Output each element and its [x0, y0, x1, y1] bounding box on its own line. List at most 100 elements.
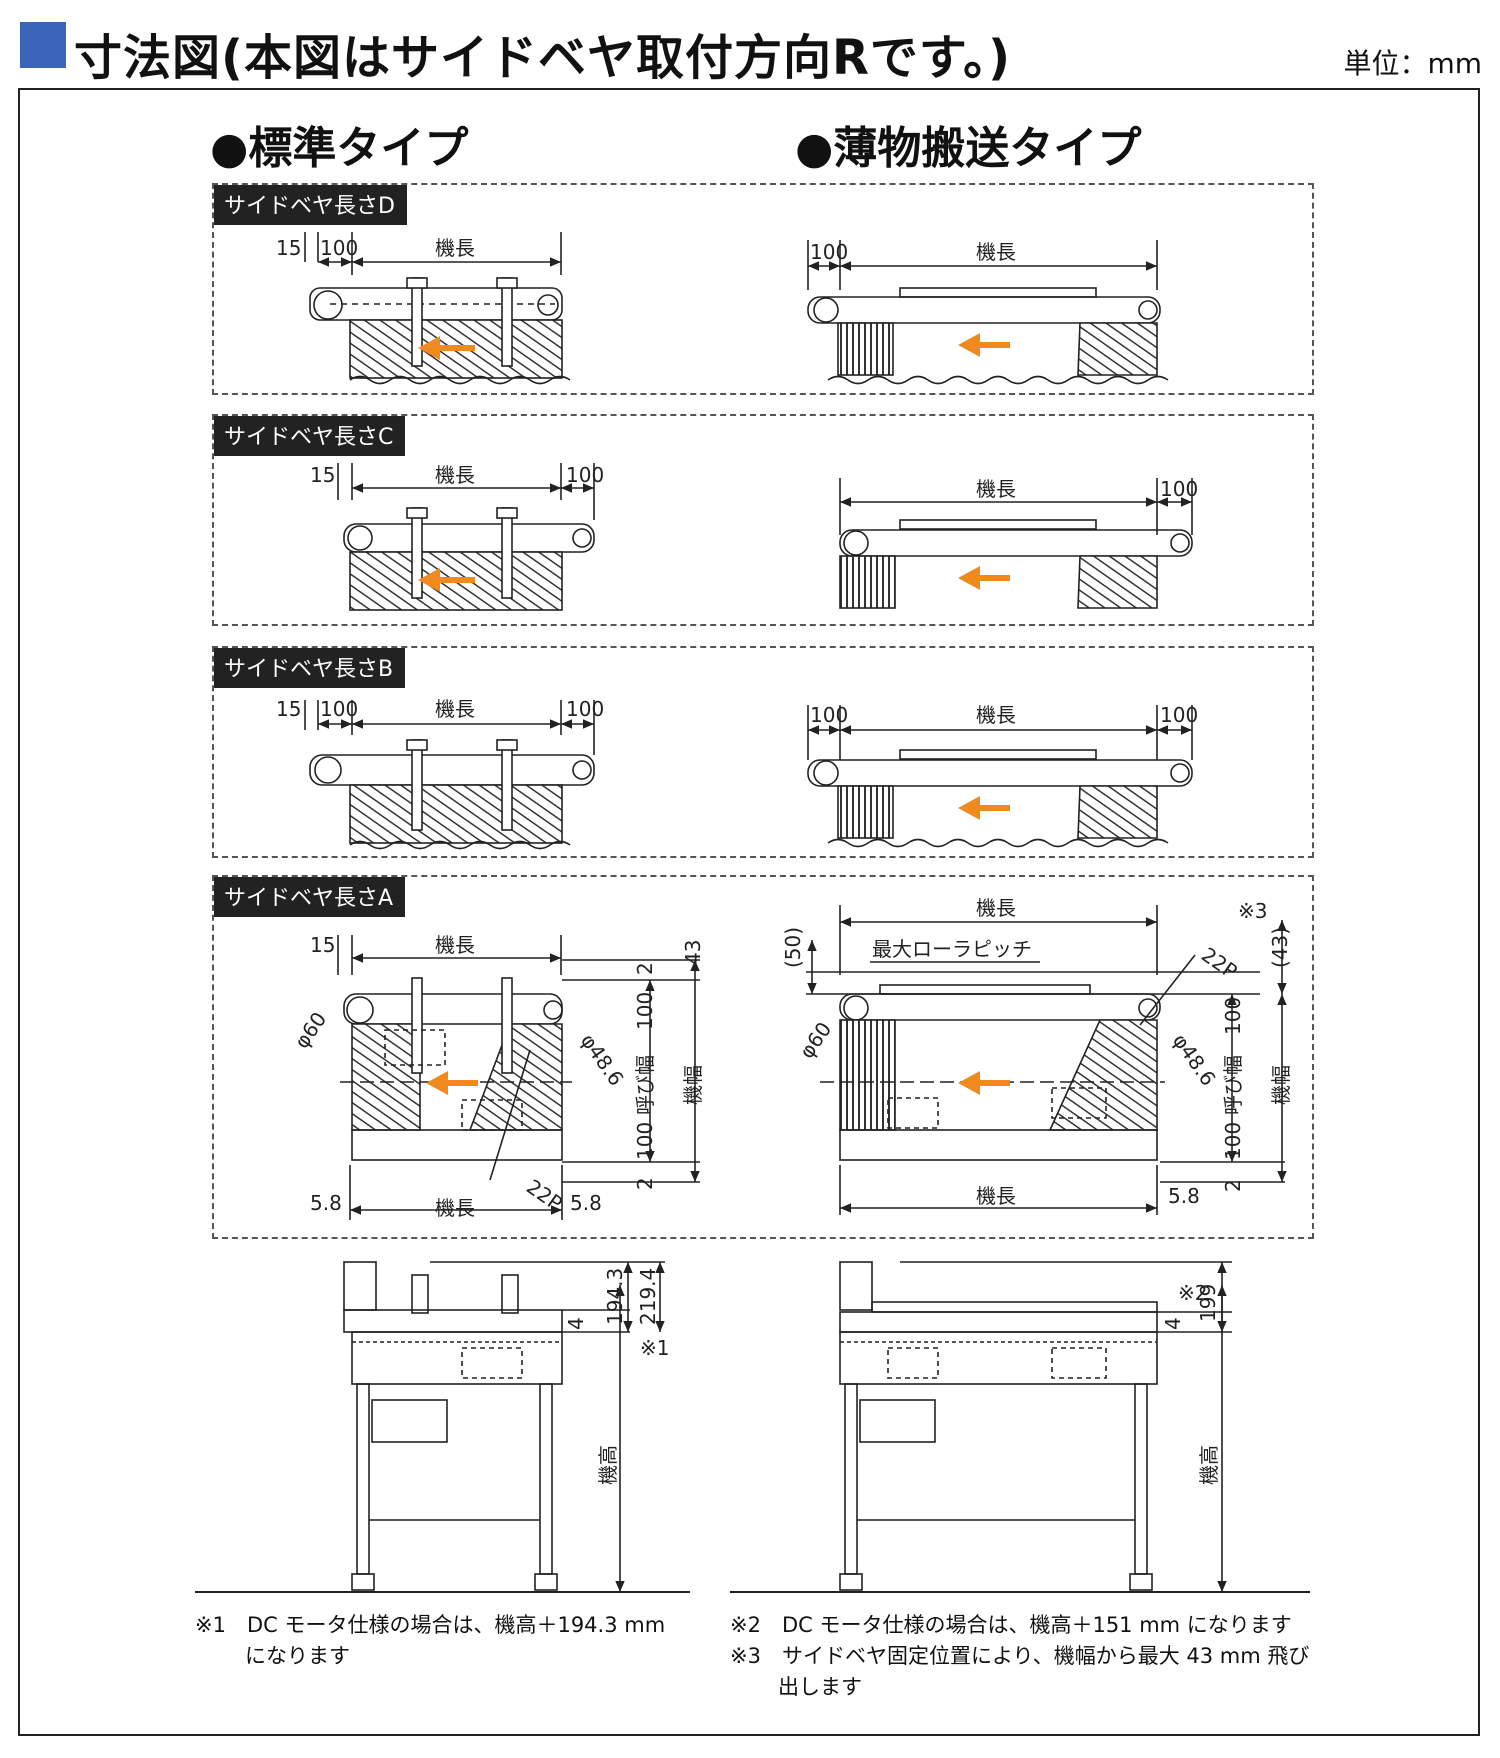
- product-plate: [879, 984, 1091, 995]
- conveyor-frame: [839, 529, 1193, 557]
- pitch-leader: [489, 1049, 531, 1181]
- dim-label-100: 100: [810, 703, 848, 727]
- product-plate: [899, 287, 1097, 298]
- mark-3: ※3: [1238, 899, 1267, 923]
- pitch-leader: [1139, 954, 1196, 1026]
- mark-2: ※2: [1178, 1281, 1207, 1305]
- dim-label-phi60: φ60: [794, 1017, 836, 1062]
- panel-length-a: サイドベヤ長さA: [212, 875, 1314, 1239]
- dim-label-50: (50): [781, 927, 805, 968]
- dim-label-nominal-width: 呼び幅: [633, 1055, 657, 1115]
- drive-roller: [813, 760, 839, 786]
- transfer-direction-arrow: [418, 336, 475, 360]
- adjuster-foot: [534, 1573, 558, 1591]
- conveyor-top: [343, 1309, 563, 1333]
- drive-roller: [843, 530, 869, 556]
- thin-type-heading: ●薄物搬送タイプ: [795, 123, 1142, 174]
- roller-stack: [839, 1019, 896, 1131]
- dim-label-100: 100: [1160, 477, 1198, 501]
- cut-line: [349, 375, 571, 385]
- dim-label-2: 2: [633, 1177, 657, 1190]
- conveyor-frame: [807, 759, 1193, 787]
- product-plate: [899, 519, 1097, 530]
- drive-roller-phi60: [346, 996, 374, 1024]
- dim-label-phi60: φ60: [289, 1007, 331, 1052]
- dim-label-machine-length: 機長: [435, 1196, 475, 1220]
- leg: [539, 1383, 553, 1575]
- drive-roller: [313, 290, 343, 320]
- panel-tag-b: サイドベヤ長さB: [214, 648, 406, 688]
- bolt-head: [406, 277, 428, 289]
- panel-c-standard-view: [337, 463, 595, 611]
- mark-1: ※1: [640, 1336, 669, 1360]
- dim-label-machine-length: 機長: [976, 703, 1016, 727]
- motor-housing: [839, 1261, 873, 1311]
- conveyor-top: [839, 1311, 1158, 1333]
- product-plate: [871, 1301, 1158, 1313]
- dim-label-machine-length: 機長: [435, 697, 475, 721]
- dim-label-15: 15: [276, 236, 301, 260]
- hidden-bracket: [887, 1347, 939, 1379]
- dim-label-100: 100: [633, 992, 657, 1030]
- conveyor-frame: [807, 296, 1161, 324]
- panel-c-standard-labels: 15 機長 100: [310, 463, 604, 487]
- panel-c-thin-labels: 機長 100: [976, 477, 1198, 501]
- bolt-post: [411, 739, 423, 831]
- page-title: 寸法図(本図はサイドベヤ取付方向Rです。): [74, 30, 1012, 86]
- dim-label-machine-length: 機長: [976, 896, 1016, 920]
- side-view-standard-labels: 4 194.3 219.4 ※1 機高: [564, 1268, 669, 1485]
- panel-d-standard-labels: 15 100 機長: [276, 236, 475, 260]
- bolt-head: [496, 277, 518, 289]
- panel-length-c: サイドベヤ長さC: [212, 414, 1314, 626]
- note-3: ※3 サイドベヤ固定位置により、機幅から最大 43 mm 飛び: [730, 1644, 1310, 1668]
- hidden-bracket: [461, 1347, 523, 1379]
- side-conveyor-area: [1077, 785, 1158, 839]
- hidden-bracket: [384, 1029, 446, 1066]
- side-view-thin: [730, 1261, 1310, 1593]
- dim-label-4: 4: [1161, 1317, 1185, 1330]
- side-conveyor-area: [1077, 322, 1158, 376]
- conveyor-frame: [309, 287, 563, 321]
- dim-label-2: 2: [1221, 1179, 1245, 1192]
- bolt-post: [501, 739, 513, 831]
- bolt-head: [406, 739, 428, 751]
- conveyor-frame: [343, 993, 563, 1025]
- dim-label-machine-length: 機長: [976, 240, 1016, 264]
- side-conveyor-belt-area: [349, 784, 563, 844]
- dim-label-100: 100: [1221, 1122, 1245, 1160]
- tail-roller: [1138, 300, 1158, 320]
- bolt-post: [501, 1274, 519, 1314]
- panel-b-standard-view: [304, 700, 595, 850]
- bolt-head: [496, 507, 518, 519]
- dim-label-machine-length: 機長: [435, 933, 475, 957]
- control-box: [371, 1399, 448, 1443]
- dim-label-machine-height: 機高: [596, 1445, 620, 1485]
- side-conveyor-area: [1077, 555, 1158, 609]
- tail-roller: [1170, 533, 1190, 553]
- dim-label-194-3: 194.3: [603, 1268, 627, 1325]
- roller-stack: [837, 785, 894, 839]
- dim-label-machine-length: 機長: [976, 1184, 1016, 1208]
- panel-d-thin-labels: 100 機長: [810, 240, 1016, 264]
- conveyor-frame: [309, 754, 595, 786]
- frame-side: [351, 1129, 563, 1161]
- dim-label-43: 43: [681, 940, 705, 965]
- note-1-cont: になります: [245, 1644, 350, 1668]
- dim-label-219-4: 219.4: [636, 1268, 660, 1325]
- dim-label-machine-width: 機幅: [1269, 1065, 1293, 1105]
- cut-line: [827, 838, 1169, 848]
- adjuster-foot: [1129, 1573, 1153, 1591]
- roller-stack: [837, 322, 894, 376]
- unit-label: 単位：mm: [1343, 47, 1482, 80]
- dim-label-100: 100: [566, 697, 604, 721]
- bolt-post: [501, 977, 513, 1074]
- bolt-post: [411, 1274, 429, 1314]
- dim-label-2: 2: [633, 962, 657, 975]
- tail-roller: [572, 528, 592, 548]
- bolt-post: [411, 277, 423, 367]
- drive-roller: [314, 756, 342, 784]
- side-view-standard: [195, 1261, 690, 1593]
- frame-side: [839, 1129, 1158, 1161]
- dim-label-machine-width: 機幅: [681, 1065, 705, 1105]
- side-view-thin-labels: ※2 4 199 機高: [1161, 1281, 1221, 1485]
